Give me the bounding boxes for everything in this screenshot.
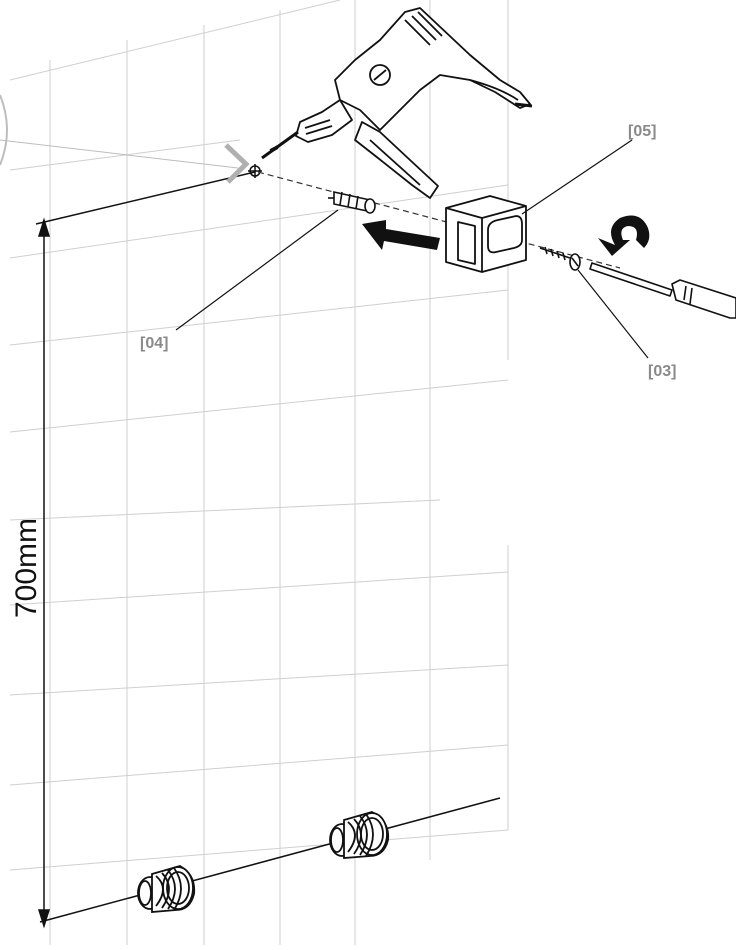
- wall-plug-icon: [328, 191, 376, 214]
- pipe-fitting-right-icon: [329, 811, 390, 859]
- pipe-fitting-left-icon: [137, 865, 196, 913]
- part-label-03: [03]: [648, 363, 676, 380]
- direction-arrow-icon: [362, 220, 440, 250]
- screw-icon: [539, 246, 581, 271]
- height-dimension: [35, 171, 501, 929]
- rotation-arrow-icon: [598, 215, 650, 256]
- dimension-label: 700mm: [10, 518, 43, 618]
- part-label-04: [04]: [140, 335, 168, 352]
- assembly-axis-line: [257, 171, 621, 269]
- leader-lines: [175, 139, 649, 359]
- drill-mark: [224, 143, 262, 184]
- wall-grid: [0, 0, 509, 945]
- power-drill-icon: [261, 7, 533, 199]
- part-label-05: [05]: [628, 123, 656, 140]
- screwdriver-icon: [589, 262, 736, 319]
- bracket-icon: [445, 195, 527, 273]
